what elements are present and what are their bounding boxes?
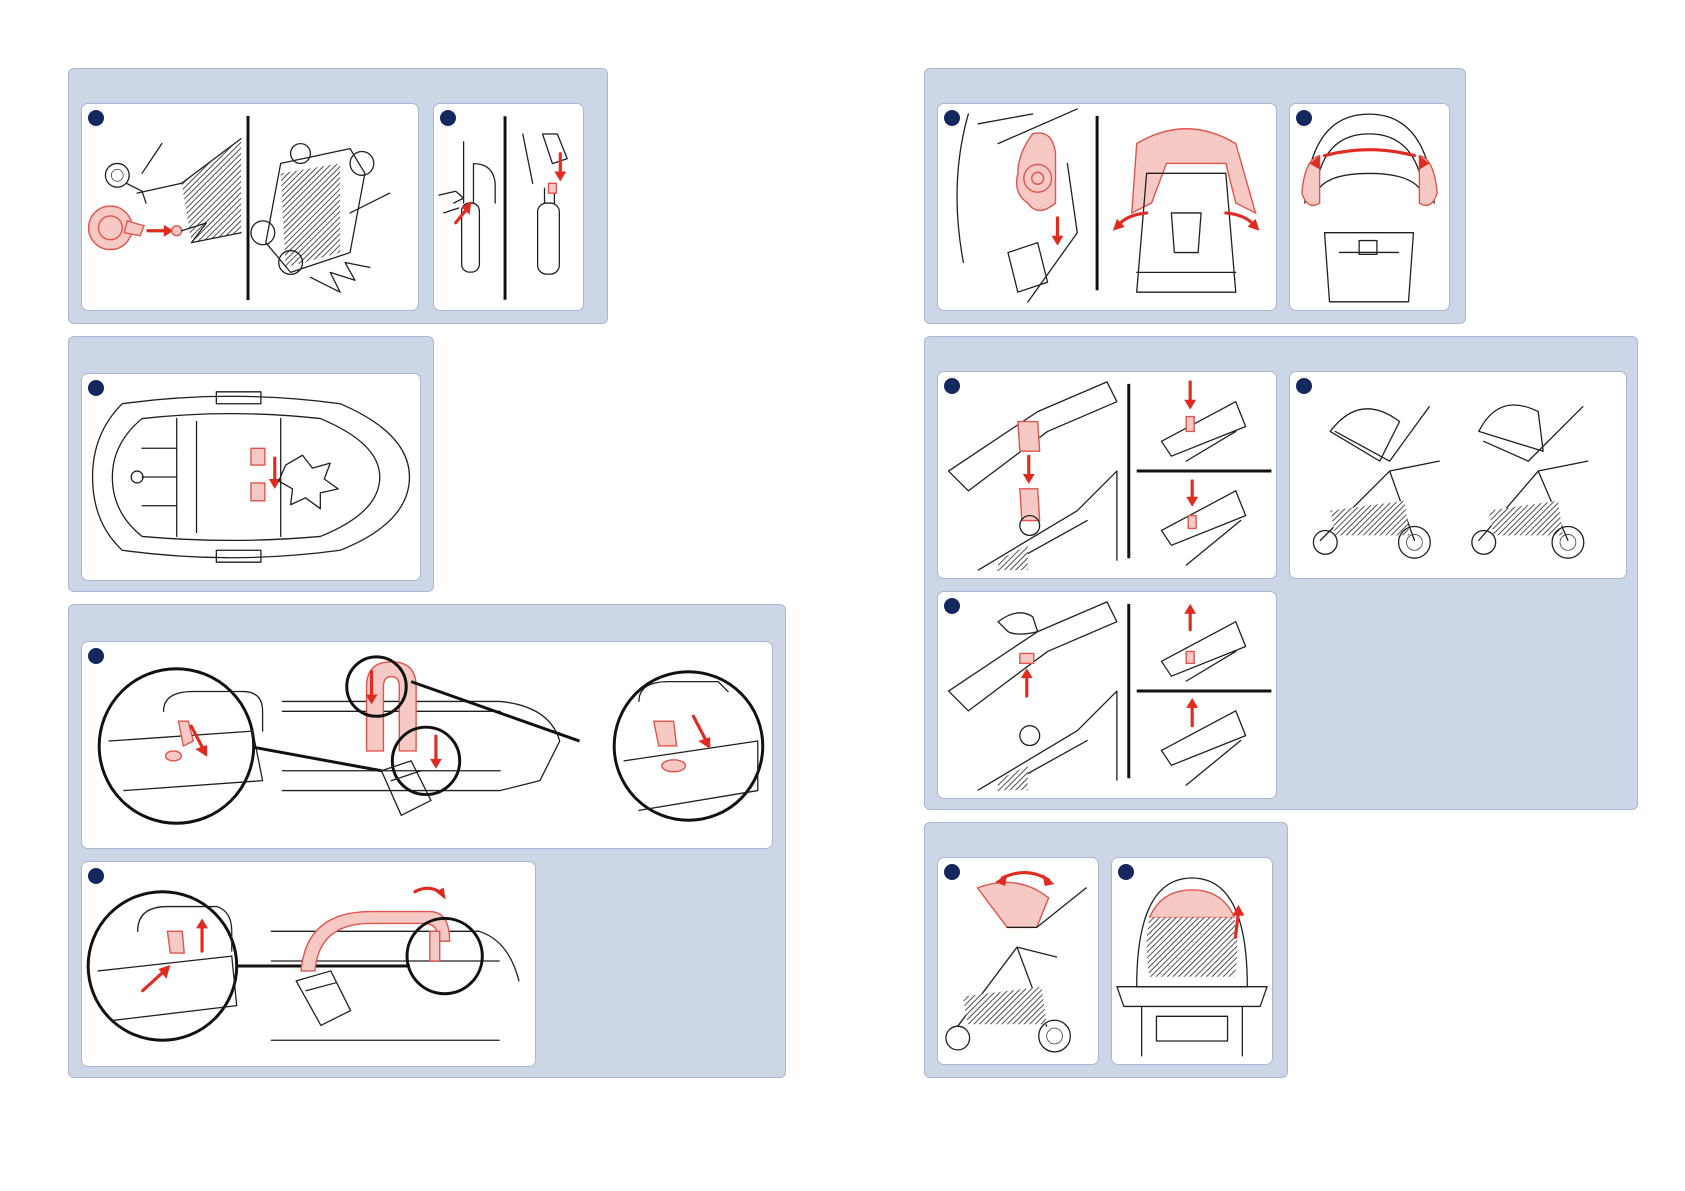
- canopy-frame-illustration: [1290, 104, 1449, 310]
- instruction-group-3: [68, 604, 786, 1078]
- bumper-remove-illustration: [82, 862, 535, 1066]
- panel-bumper-remove: [81, 861, 536, 1067]
- seat-remove-illustration: [938, 592, 1276, 798]
- panel-canopy-peek: [1111, 857, 1273, 1065]
- instruction-group-5: [924, 336, 1638, 810]
- wheel-attach-illustration: [82, 104, 418, 310]
- seat-attach-illustration: [938, 372, 1276, 578]
- panel-canopy-extend: [937, 857, 1099, 1065]
- instruction-group-1: [68, 68, 608, 324]
- wheel-release-illustration: [434, 104, 583, 310]
- panel-seat-attach: [937, 371, 1277, 579]
- instruction-group-2: [68, 336, 434, 592]
- panel-wheel-attach: [81, 103, 419, 311]
- panel-bumper-attach: [81, 641, 773, 849]
- bumper-attach-illustration: [82, 642, 772, 848]
- instruction-group-4: [924, 68, 1466, 324]
- panel-seat-remove: [937, 591, 1277, 799]
- seat-buckle-illustration: [82, 374, 420, 580]
- panel-seat-buckle: [81, 373, 421, 581]
- panel-canopy-frame: [1289, 103, 1450, 311]
- canopy-extend-illustration: [938, 858, 1098, 1064]
- canopy-peek-illustration: [1112, 858, 1272, 1064]
- seat-facing-illustration: [1290, 372, 1626, 578]
- panel-seat-facing: [1289, 371, 1627, 579]
- canopy-hub-illustration: [938, 104, 1276, 310]
- panel-wheel-release: [433, 103, 584, 311]
- panel-canopy-hub: [937, 103, 1277, 311]
- instruction-group-6: [924, 822, 1288, 1078]
